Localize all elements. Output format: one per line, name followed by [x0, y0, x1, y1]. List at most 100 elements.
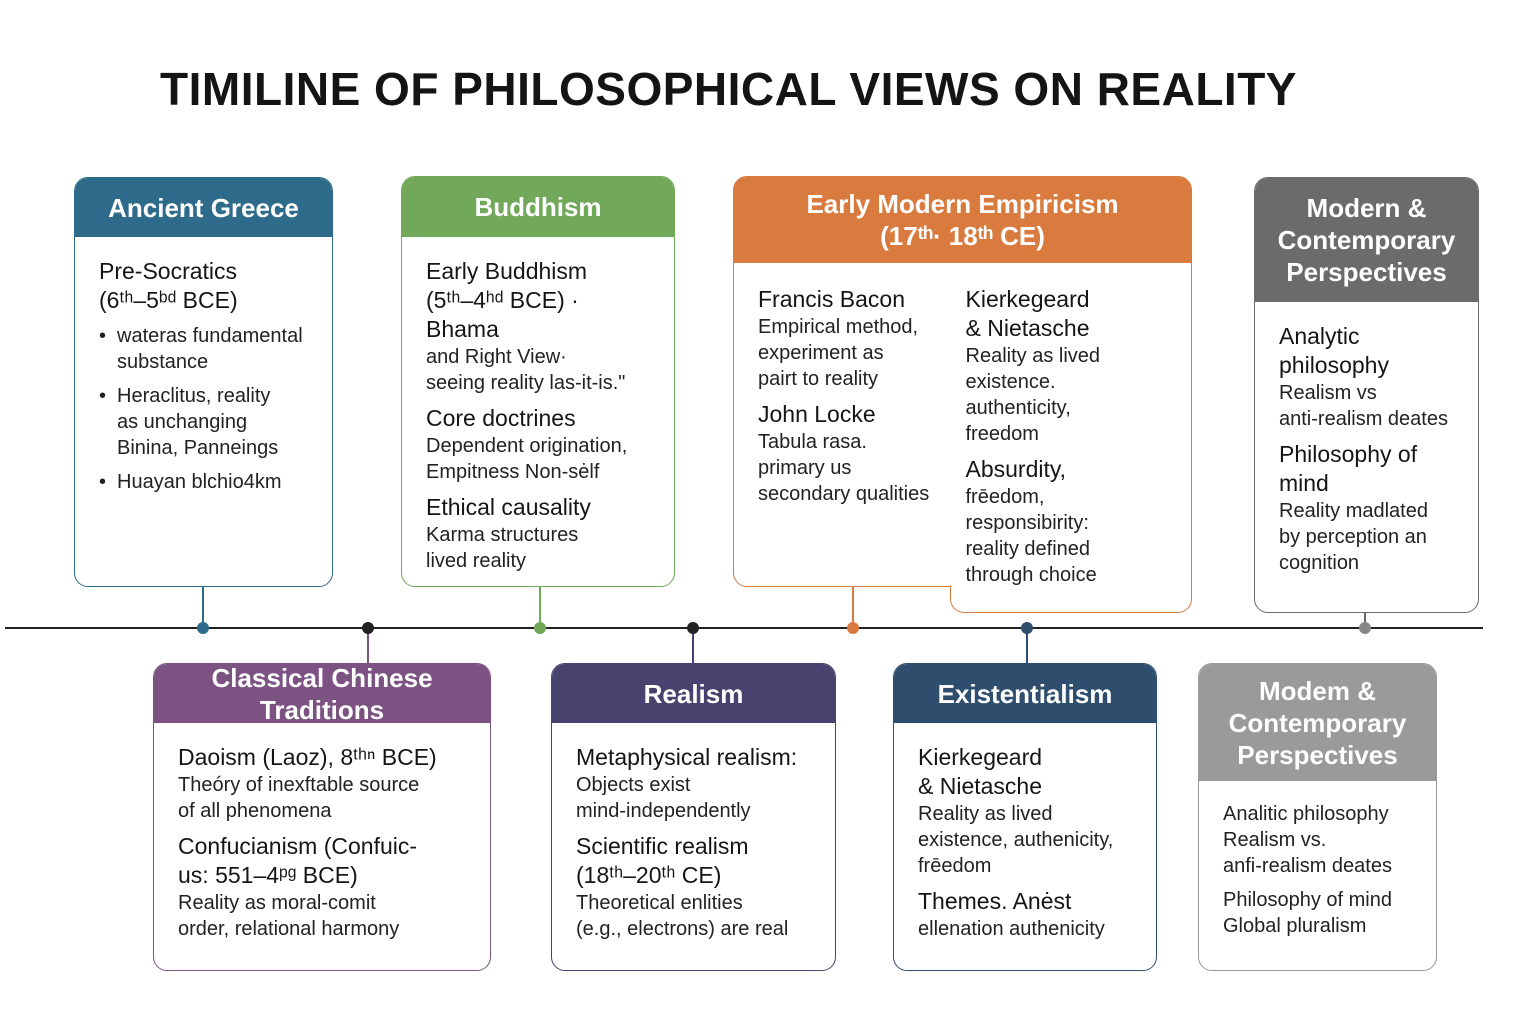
- block-text: Philosophy of mind: [1223, 889, 1392, 911]
- card-column: Early Buddhism (5ᵗʰ–4ʰᵈ BCE) · Bhama and R…: [426, 257, 656, 582]
- block-heading: Absurdity,: [965, 456, 1067, 482]
- card-title: Perspectives: [1237, 739, 1398, 770]
- card-columns: Daoism (Laoz), 8ᵗʰⁿ BCE)Theóry of inexft…: [178, 743, 472, 950]
- block-text: existence.: [965, 371, 1056, 393]
- card-title: Contemporary: [1277, 225, 1456, 255]
- block-text: Objects exist: [576, 774, 691, 796]
- connector-line: [1364, 613, 1366, 628]
- card-body: Pre-Socratics(6ᵗʰ–5ᵇᵈ BCE)wateras fundam…: [75, 237, 332, 503]
- block-text: lived reality: [426, 550, 527, 572]
- block-heading: Ethical causality: [426, 494, 591, 520]
- bullet-item: Heraclitus, reality: [99, 383, 314, 409]
- connector-line: [202, 587, 204, 628]
- card-column: Pre-Socratics(6ᵗʰ–5ᵇᵈ BCE)wateras fundam…: [99, 257, 314, 503]
- timeline-marker: [362, 622, 374, 634]
- card-header: Classical Chinese Traditions: [154, 664, 490, 725]
- block-text: frēedom: [918, 855, 992, 877]
- block-text: Tabula rasa.: [758, 431, 867, 453]
- block-text: ellenation authenicity: [918, 918, 1105, 940]
- card-extension: [950, 585, 1192, 613]
- block-heading: & Nietasche: [918, 773, 1043, 799]
- content-block: Absurdity,frēedom,responsibirity:reality…: [966, 455, 1174, 588]
- block-text: seeing reality las-it-is.": [426, 372, 626, 394]
- block-text: Realism vs.: [1223, 829, 1327, 851]
- timeline-marker: [1021, 622, 1033, 634]
- block-heading: Themes. Anėst: [918, 888, 1072, 914]
- bullet-item: as unchanging: [117, 411, 248, 433]
- block-heading: Francis Bacon: [758, 286, 906, 312]
- connector-line: [852, 587, 854, 628]
- block-text: pairt to reality: [758, 368, 879, 390]
- block-heading: Pre-Socratics: [99, 258, 238, 284]
- card-title: (17ᵗʰ· 18ᵗʰ CE): [880, 221, 1045, 251]
- block-text: secondary qualities: [758, 483, 930, 505]
- block-text: anti-realism deates: [1279, 408, 1448, 430]
- timeline-marker: [197, 622, 209, 634]
- block-text: authenticity,: [965, 397, 1071, 419]
- content-block: Pre-Socratics (6ᵗʰ–5ᵇᵈ BCE): [99, 257, 314, 315]
- block-text: existence, authenicity,: [918, 829, 1114, 851]
- bullet-item: Huayan blchio4km: [99, 469, 314, 495]
- card-columns: Early Buddhism (5ᵗʰ–4ʰᵈ BCE) · Bhama and R…: [426, 257, 656, 582]
- connector-line: [539, 587, 541, 628]
- block-heading: Philosophy of: [1279, 441, 1418, 467]
- card-body: Daoism (Laoz), 8ᵗʰⁿ BCE)Theóry of inexft…: [154, 723, 490, 950]
- block-text: Empirical method,: [758, 316, 919, 338]
- card-header: Realism: [552, 664, 835, 723]
- timeline-axis: [5, 627, 1483, 629]
- block-text: reality defined: [965, 538, 1091, 560]
- block-text: Reality as lived: [918, 803, 1053, 825]
- block-text: Analitic philosophy: [1223, 803, 1389, 825]
- card-title: Modem &: [1259, 675, 1376, 706]
- block-text: of all phenomena: [178, 800, 332, 822]
- card-title: Early Modern Empiricism: [806, 189, 1119, 219]
- block-heading: (18ᵗʰ–20ᵗʰ CE): [576, 862, 722, 888]
- block-text: Karma structures: [426, 524, 579, 546]
- block-heading: & Nietasche: [965, 315, 1090, 341]
- page-title: TIMILINE OF PHILOSOPHICAL VIEWS ON REALI…: [160, 63, 1297, 115]
- block-heading: Metaphysical realism:: [576, 744, 798, 770]
- block-text: order, relational harmony: [178, 918, 400, 940]
- block-heading: Confucianism (Confuic-: [178, 833, 418, 859]
- card-body: Early Buddhism (5ᵗʰ–4ʰᵈ BCE) · Bhama and R…: [402, 237, 674, 582]
- card-title: Ancient Greece: [108, 192, 299, 223]
- content-block: Early Buddhism (5ᵗʰ–4ʰᵈ BCE) · Bhama and R…: [426, 257, 656, 396]
- block-heading: philosophy: [1279, 352, 1389, 378]
- block-heading: Analytic: [1279, 323, 1360, 349]
- block-text: (e.g., electrons) are real: [576, 918, 789, 940]
- block-text: Empitness Non-sėlf: [426, 461, 600, 483]
- card-header: Ancient Greece: [75, 178, 332, 237]
- content-block: Huayan blchio4km: [99, 469, 314, 495]
- connector-line: [1026, 628, 1028, 663]
- block-text: Global pluralism: [1223, 915, 1367, 937]
- block-text: and Right View·: [426, 346, 567, 368]
- bullet-item: Binina, Panneings: [117, 437, 279, 459]
- card-column: Daoism (Laoz), 8ᵗʰⁿ BCE)Theóry of inexft…: [178, 743, 472, 950]
- block-heading: Early Buddhism: [426, 258, 588, 284]
- block-heading: (5ᵗʰ–4ʰᵈ BCE) · Bhama: [426, 287, 579, 342]
- block-text: Reality as lived: [965, 345, 1101, 367]
- block-heading: (6ᵗʰ–5ᵇᵈ BCE): [99, 287, 238, 313]
- bullet-item: substance: [117, 351, 209, 373]
- block-text: by perception an: [1279, 526, 1427, 548]
